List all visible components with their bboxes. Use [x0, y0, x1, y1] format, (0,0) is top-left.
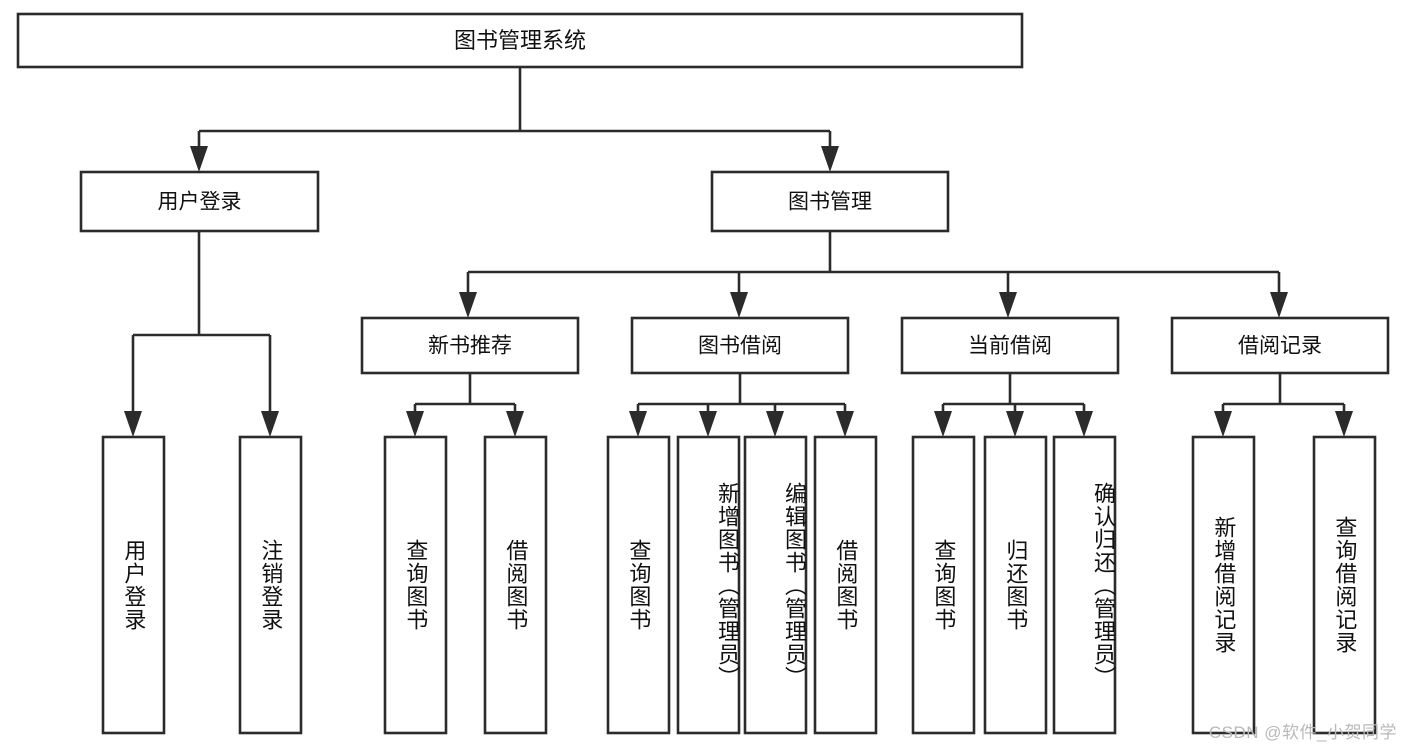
leaf-box-query-books-bb[interactable]	[606, 435, 671, 735]
new-book-recommend-label: 新书推荐	[428, 335, 512, 358]
connector-book-management-to-level3	[459, 231, 1288, 318]
arrow-to-user-login	[190, 146, 208, 172]
connector-user-login-to-leaves	[124, 231, 279, 437]
user-login-label: 用户登录	[158, 191, 242, 214]
connector-current-borrow-to-leaves	[934, 373, 1093, 437]
arrow-to-book-management	[821, 146, 839, 172]
leaf-box-query-books-nbr[interactable]	[383, 435, 448, 735]
leaf-box-return-books[interactable]	[983, 435, 1048, 735]
leaf-box-borrow-books-nbr[interactable]	[483, 435, 548, 735]
user-login-box[interactable]	[79, 170, 320, 233]
node-root-book-management-system[interactable]: 图书管理系统	[16, 12, 1024, 69]
connector-borrow-record-to-leaves	[1214, 373, 1353, 437]
leaf-box-borrow-books-bb[interactable]	[813, 435, 878, 735]
book-management-label: 图书管理	[788, 191, 872, 214]
root-label: 图书管理系统	[454, 28, 586, 53]
leaf-box-user-login[interactable]	[101, 435, 166, 735]
node-book-management[interactable]: 图书管理	[710, 170, 950, 233]
csdn-watermark: CSDN @软件_小贺同学	[1208, 723, 1397, 742]
leaf-box-edit-book-admin[interactable]	[743, 435, 808, 735]
new-book-recommend-box[interactable]	[360, 316, 580, 375]
node-current-borrow[interactable]: 当前借阅	[900, 316, 1120, 375]
node-user-login[interactable]: 用户登录	[79, 170, 320, 233]
leaf-box-add-book-admin[interactable]	[676, 435, 741, 735]
connector-book-borrow-to-leaves	[629, 373, 854, 437]
leaf-box-add-borrow-record[interactable]	[1191, 435, 1256, 735]
root-box[interactable]	[16, 12, 1024, 69]
node-book-borrow[interactable]: 图书借阅	[630, 316, 850, 375]
borrow-record-label: 借阅记录	[1238, 335, 1322, 358]
leaf-box-query-borrow-record[interactable]	[1312, 435, 1377, 735]
connector-root-to-level2	[190, 67, 839, 172]
node-new-book-recommend[interactable]: 新书推荐	[360, 316, 580, 375]
connector-new-book-recommend-to-leaves	[406, 373, 524, 437]
leaf-box-confirm-return-admin[interactable]	[1052, 435, 1117, 735]
book-borrow-label: 图书借阅	[698, 335, 782, 358]
leaf-box-logout[interactable]	[238, 435, 303, 735]
current-borrow-label: 当前借阅	[968, 335, 1052, 358]
node-borrow-record[interactable]: 借阅记录	[1170, 316, 1390, 375]
leaf-box-query-books-cb[interactable]	[911, 435, 976, 735]
current-borrow-box[interactable]	[900, 316, 1120, 375]
